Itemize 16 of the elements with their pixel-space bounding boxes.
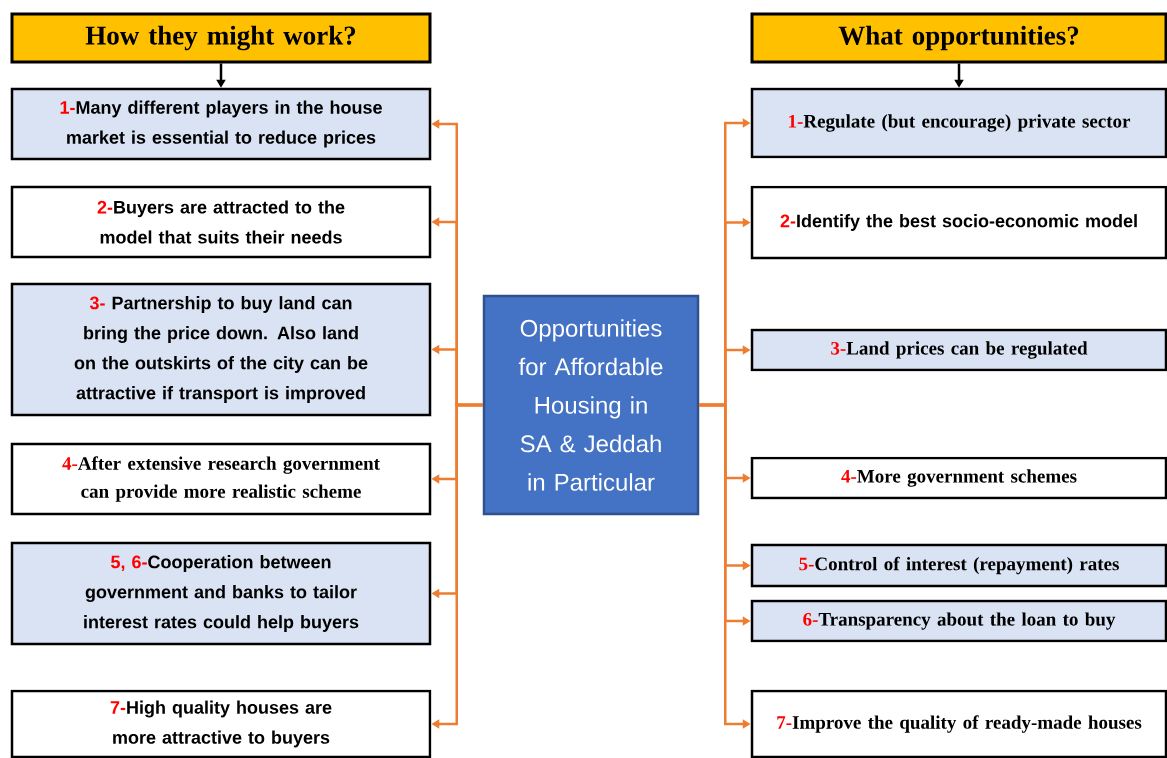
- item-box: 7-Improve the quality of ready-made houses: [750, 689, 1167, 758]
- item-box: 2-Buyers are attracted to the model that suits their needs: [10, 185, 432, 259]
- item-box: 4-More government schemes: [750, 456, 1167, 500]
- item-box: 5, 6-Cooperation between government and banks to tailor interest rates could help buyers: [10, 541, 432, 646]
- item-box: 1-Many different players in the house market is essential to reduce prices: [10, 87, 432, 161]
- item-box: 3-Land prices can be regulated: [750, 328, 1167, 372]
- item-box: 1-Regulate (but encourage) private sector: [750, 87, 1167, 159]
- item-box: 6-Transparency about the loan to buy: [750, 599, 1167, 643]
- item-box: 3- Partnership to buy land can bring the price down. Also land on the outskirts of the city can be attractive if transport is improved: [10, 282, 432, 417]
- item-box: 5-Control of interest (repayment) rates: [750, 543, 1167, 588]
- heading-box: What opportunities?: [750, 12, 1167, 64]
- heading-box: How they might work?: [10, 12, 432, 64]
- item-box: 4-After extensive research government can provide more realistic scheme: [10, 442, 432, 516]
- item-box: 7-High quality houses are more attractive to buyers: [10, 689, 432, 758]
- item-box: 2-Identify the best socio-economic model: [750, 185, 1167, 260]
- topic-box: Opportunities for Affordable Housing in SA & Jeddah in Particular: [482, 294, 700, 516]
